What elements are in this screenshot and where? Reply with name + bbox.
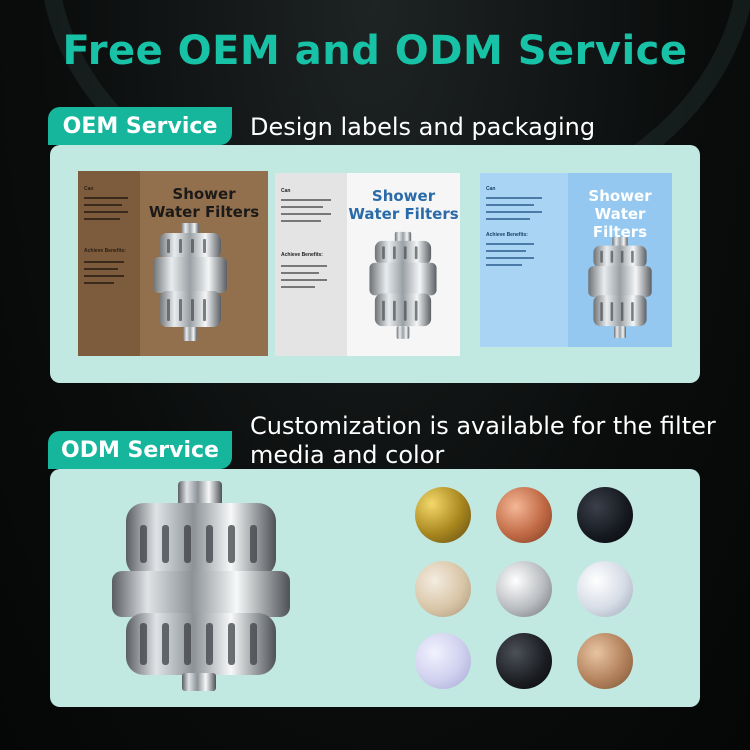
box-side-heading: Can xyxy=(486,186,496,192)
box-title-line1: Shower xyxy=(371,187,436,205)
box-title-line2: Water Filters xyxy=(348,205,459,223)
white-box: Can Achieve Benefits: Shower Water Filte… xyxy=(275,173,460,356)
odm-service-tag: ODM Service xyxy=(48,431,232,469)
box-side-lines-2 xyxy=(281,265,327,288)
ceramic-ball-media-circle xyxy=(496,487,552,543)
box-side-heading-2: Achieve Benefits: xyxy=(281,252,323,258)
box-title-line2: Water Filters xyxy=(592,205,648,241)
odm-description: Customization is available for the filte… xyxy=(250,412,716,470)
box-side: Can Achieve Benefits: xyxy=(480,173,568,347)
crystal-media-circle xyxy=(496,561,552,617)
black-ball-media-circle xyxy=(496,633,552,689)
oem-service-tag: OEM Service xyxy=(48,107,232,145)
white-ball-media-circle xyxy=(577,561,633,617)
box-side-heading-2: Achieve Benefits: xyxy=(84,248,126,254)
box-side-lines-2 xyxy=(84,261,124,284)
calcium-sulfite-media-circle xyxy=(415,561,471,617)
shower-filter-icon xyxy=(369,231,437,339)
shower-filter-icon xyxy=(153,223,227,341)
box-front-title: Shower Water Filters xyxy=(347,187,460,223)
box-title-line2: Water Filters xyxy=(148,203,260,221)
box-side-heading: Can xyxy=(281,188,291,194)
kraft-box: Can Achieve Benefits: Shower Water Filte… xyxy=(78,171,268,356)
box-side-lines xyxy=(281,199,331,222)
box-side-lines xyxy=(486,197,542,220)
kdf-media-circle xyxy=(415,487,471,543)
box-side: Can Achieve Benefits: xyxy=(78,171,140,356)
box-side-lines xyxy=(84,197,128,232)
box-side-heading-2: Achieve Benefits: xyxy=(486,232,528,238)
page-title: Free OEM and ODM Service xyxy=(62,28,688,74)
odm-panel xyxy=(50,469,700,707)
odm-description-line1: Customization is available for the filte… xyxy=(250,412,716,440)
shower-filter-large-icon xyxy=(112,481,290,691)
odm-description-line2: media and color xyxy=(250,441,445,469)
box-side-heading: Can xyxy=(84,186,94,192)
shower-filter-icon xyxy=(588,237,652,339)
box-title-line1: Shower xyxy=(172,185,236,203)
box-front-title: Shower Water Filters xyxy=(140,185,268,221)
box-title-line1: Shower xyxy=(588,187,652,205)
box-side: Can Achieve Benefits: xyxy=(275,173,347,356)
activated-carbon-media-circle xyxy=(577,487,633,543)
box-front-title: Shower Water Filters xyxy=(568,187,672,241)
oem-description: Design labels and packaging xyxy=(250,113,596,141)
pp-cotton-media-circle xyxy=(415,633,471,689)
blue-box: Can Achieve Benefits: Shower Water Filte… xyxy=(480,173,672,347)
oem-panel: Can Achieve Benefits: Shower Water Filte… xyxy=(50,145,700,383)
box-side-lines-2 xyxy=(486,243,534,266)
maifan-stone-media-circle xyxy=(577,633,633,689)
